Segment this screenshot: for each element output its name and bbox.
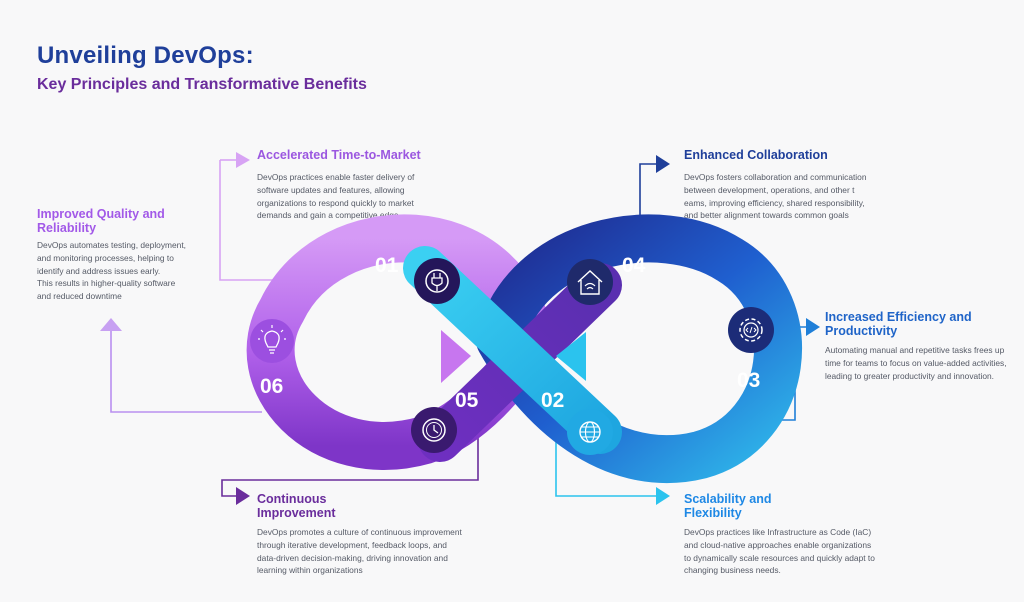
clock-icon [411, 407, 457, 453]
step-06-number: 06 [260, 375, 283, 398]
right-loop-arrow [556, 332, 586, 381]
step-03-number: 03 [737, 369, 760, 392]
step-01-title: Accelerated Time-to-Market [257, 148, 421, 162]
step-04-number: 04 [622, 254, 646, 277]
page-subtitle: Key Principles and Transformative Benefi… [37, 76, 367, 93]
step-05-number: 05 [455, 389, 479, 412]
step-03-title: Increased Efficiency and Productivity [825, 310, 972, 338]
step-01-number: 01 [375, 254, 399, 277]
house-wifi-icon [567, 259, 613, 305]
step-05-text: DevOps promotes a culture of continuous … [257, 527, 462, 576]
globe-icon [567, 409, 613, 455]
lightbulb-icon [250, 319, 294, 363]
step-05-block: Continuous Improvement DevOps promotes a… [257, 492, 487, 577]
connector-01 [219, 160, 282, 281]
plug-icon [414, 258, 460, 304]
connector-06 [110, 330, 262, 413]
step-06-title: Improved Quality and Reliability [37, 207, 165, 235]
step-05-title: Continuous Improvement [257, 492, 336, 520]
step-02-block: Scalability and Flexibility DevOps pract… [684, 492, 914, 577]
step-06-text: DevOps automates testing, deployment, an… [37, 240, 186, 302]
connector-05-arrow [236, 487, 250, 505]
step-02-text: DevOps practices like Infrastructure as … [684, 527, 875, 576]
connector-lines [100, 152, 820, 505]
step-04-text: DevOps fosters collaboration and communi… [684, 172, 867, 221]
step-03-block: Increased Efficiency and Productivity Au… [825, 310, 1015, 382]
page-title: Unveiling DevOps: [37, 42, 254, 69]
step-02-number: 02 [541, 389, 564, 412]
connector-02 [555, 420, 656, 497]
connector-02-arrow [656, 487, 670, 505]
connector-04-arrow [656, 155, 670, 173]
step-02-title: Scalability and Flexibility [684, 492, 772, 520]
gear-code-icon [728, 307, 774, 353]
connector-06-arrow [100, 318, 122, 331]
connector-05 [221, 415, 479, 497]
step-06-block: Improved Quality and Reliability DevOps … [37, 207, 212, 303]
step-04-block: Enhanced Collaboration DevOps fosters co… [684, 148, 904, 222]
step-03-text: Automating manual and repetitive tasks f… [825, 345, 1007, 381]
connector-03-arrow [806, 318, 820, 336]
left-loop-arrow [441, 330, 471, 383]
connector-01-arrow [236, 152, 250, 168]
step-04-title: Enhanced Collaboration [684, 148, 828, 162]
